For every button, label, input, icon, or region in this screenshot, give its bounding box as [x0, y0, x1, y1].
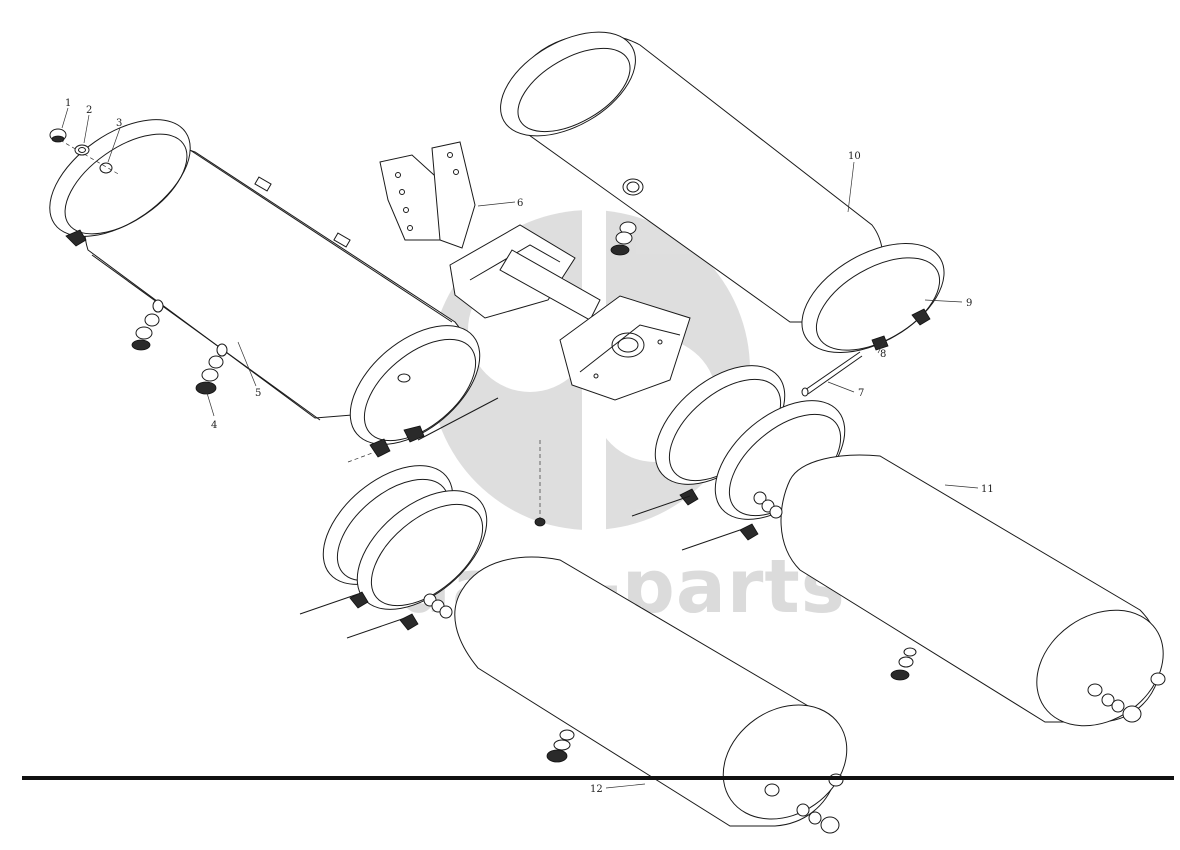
callout-6: 6 — [517, 198, 523, 209]
valve-stack-tank-10 — [610, 221, 637, 256]
callout-5: 5 — [255, 388, 261, 399]
cross-member-frame — [449, 224, 691, 401]
drain-valve-tank-12 — [546, 729, 575, 763]
tank-11 — [780, 454, 1166, 727]
fitting-stack-tank-11 — [753, 491, 783, 519]
clamp-band-middle-left — [347, 325, 499, 463]
callout-10: 10 — [848, 151, 861, 162]
tank-12 — [454, 556, 848, 834]
plug-part-1 — [49, 128, 67, 143]
drain-valve-tank-11 — [890, 647, 917, 681]
clamp-bands-lower-right — [631, 365, 846, 551]
nut-center — [534, 517, 546, 527]
leader-lines — [61, 107, 979, 789]
tank-10 — [500, 31, 884, 323]
drain-valve-stack-4-lower — [195, 343, 228, 395]
bolt-part-7 — [801, 351, 863, 397]
callout-2: 2 — [86, 105, 92, 116]
port-part-3 — [99, 162, 113, 174]
callout-1: 1 — [65, 98, 71, 109]
callout-7: 7 — [858, 388, 864, 399]
mounting-bracket-6 — [379, 141, 476, 249]
fitting-stack-tank-12 — [423, 593, 453, 619]
clamp-band-front-left — [49, 119, 191, 247]
callout-11: 11 — [981, 484, 994, 495]
clamp-bands-lower-left — [299, 465, 488, 639]
callout-4: 4 — [211, 420, 217, 431]
callout-9: 9 — [966, 298, 972, 309]
callout-labels: 1 2 3 4 5 6 7 8 9 10 11 12 — [65, 98, 994, 795]
callout-12: 12 — [590, 784, 603, 795]
callout-3: 3 — [116, 118, 122, 129]
clamp-band-right-upper — [801, 242, 945, 354]
drain-valve-stack-4-upper — [131, 299, 164, 351]
washer-part-2 — [74, 144, 90, 156]
horizontal-rule — [22, 776, 1174, 780]
callout-8: 8 — [880, 349, 886, 360]
